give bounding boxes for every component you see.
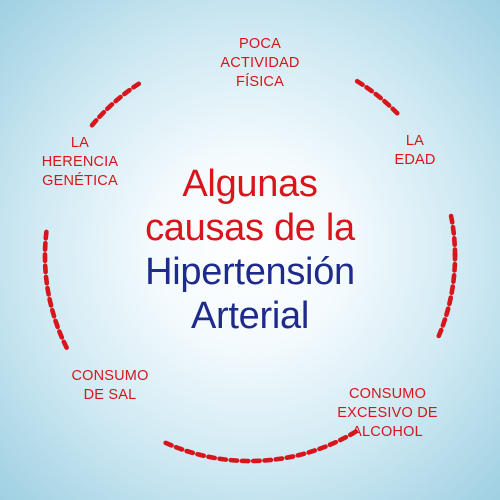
cause-alcohol-line-2: EXCESIVO DE bbox=[337, 405, 438, 421]
cause-age-line-2: EDAD bbox=[394, 152, 436, 168]
ring-dash bbox=[317, 444, 328, 452]
cause-physical-inactivity-line-3: FÍSICA bbox=[236, 74, 284, 90]
cause-genetics-line-2: HERENCIA bbox=[41, 154, 119, 170]
ring-dash bbox=[448, 213, 455, 225]
ring-dash bbox=[89, 118, 99, 128]
ring-dash bbox=[217, 456, 229, 462]
ring-dash bbox=[122, 87, 132, 97]
cause-genetics-line-1: LA bbox=[70, 135, 90, 151]
ring-dash bbox=[295, 451, 307, 458]
ring-dash bbox=[47, 296, 54, 308]
cause-physical-inactivity: POCA ACTIVIDAD FÍSICA bbox=[205, 35, 315, 92]
cause-physical-inactivity-line-2: ACTIVIDAD bbox=[220, 55, 300, 71]
ring-dash bbox=[43, 229, 49, 241]
ring-dash bbox=[284, 454, 296, 460]
ring-dash bbox=[228, 457, 240, 463]
ring-dash bbox=[444, 306, 451, 318]
ring-dash bbox=[347, 429, 359, 438]
ring-dash bbox=[113, 94, 123, 104]
ring-dash bbox=[131, 81, 142, 90]
cause-age: LA EDAD bbox=[380, 132, 450, 170]
ring-dash bbox=[451, 273, 457, 284]
ring-dash bbox=[57, 329, 65, 340]
ring-dash bbox=[364, 85, 375, 94]
ring-dash bbox=[49, 307, 57, 319]
ring-dash bbox=[390, 106, 400, 116]
ring-dash bbox=[195, 451, 206, 459]
cause-salt-line-1: CONSUMO bbox=[71, 368, 149, 384]
ring-dash bbox=[373, 91, 383, 101]
ring-dash bbox=[354, 78, 365, 87]
ring-dash bbox=[53, 318, 60, 330]
cause-genetics: LA HERENCIA GENÉTICA bbox=[30, 134, 130, 191]
center-title: Algunas causas de la Hipertensión Arteri… bbox=[100, 162, 400, 338]
cause-genetics-line-3: GENÉTICA bbox=[42, 173, 118, 189]
title-line-3: Hipertensión bbox=[145, 251, 355, 293]
title-line-2: causas de la bbox=[145, 207, 355, 249]
ring-dash bbox=[440, 317, 448, 328]
title-line-1: Algunas bbox=[182, 163, 318, 205]
ring-dash bbox=[337, 434, 349, 443]
ring-dash bbox=[97, 109, 107, 120]
title-line-4: Arterial bbox=[191, 295, 309, 337]
cause-alcohol-line-3: ALCOHOL bbox=[352, 424, 423, 440]
ring-dash bbox=[43, 274, 50, 286]
cause-alcohol-line-1: CONSUMO bbox=[348, 386, 427, 402]
ring-dash bbox=[450, 224, 457, 236]
ring-dash bbox=[447, 295, 454, 307]
cause-alcohol: CONSUMO EXCESIVO DE ALCOHOL bbox=[320, 385, 455, 442]
ring-dash bbox=[449, 284, 456, 296]
ring-dash bbox=[206, 454, 218, 461]
ring-dash bbox=[273, 456, 285, 462]
ring-dash bbox=[327, 439, 339, 448]
ring-dash bbox=[173, 444, 185, 452]
cause-age-line-1: LA bbox=[405, 133, 425, 149]
ring-dash bbox=[61, 339, 69, 350]
ring-dash bbox=[436, 327, 444, 339]
ring-dash bbox=[382, 98, 392, 108]
cause-physical-inactivity-line-1: POCA bbox=[239, 36, 281, 52]
ring-dash bbox=[184, 448, 196, 456]
ring-dash bbox=[163, 440, 174, 448]
ring-dash bbox=[262, 457, 274, 463]
ring-dash bbox=[105, 102, 115, 112]
cause-salt: CONSUMO DE SAL bbox=[60, 367, 160, 405]
cause-salt-line-2: DE SAL bbox=[83, 387, 137, 403]
ring-dash bbox=[306, 448, 318, 455]
ring-dash bbox=[45, 285, 51, 297]
